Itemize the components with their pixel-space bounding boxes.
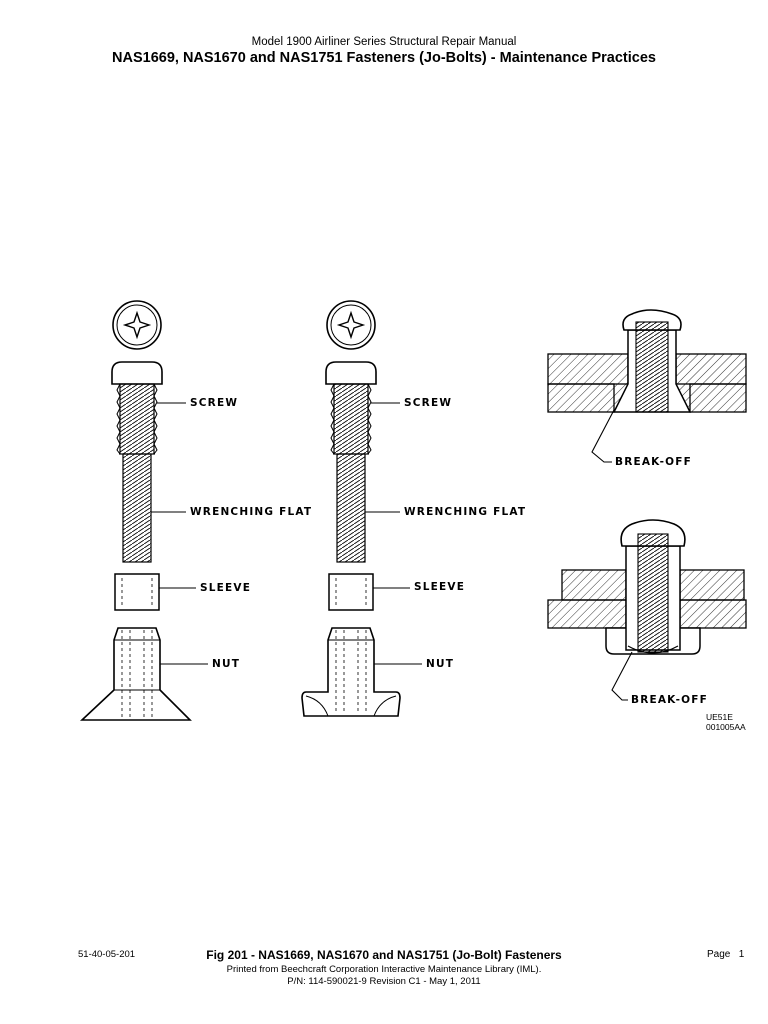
callout-sleeve-middle: SLEEVE: [414, 581, 466, 593]
screw-head: [111, 361, 163, 385]
left-assembly: [79, 300, 208, 721]
middle-assembly: [301, 300, 422, 717]
page-title: NAS1669, NAS1670 and NAS1751 Fasteners (…: [112, 50, 656, 66]
figure-caption: Fig 201 - NAS1669, NAS1670 and NAS1751 (…: [206, 948, 562, 962]
part-number: P/N: 114-590021-9 Revision C1 - May 1, 2…: [287, 976, 481, 987]
callout-break-off-bottom: BREAK-OFF: [631, 694, 709, 706]
screw-head-2: [325, 361, 377, 385]
page-indicator: Page 1: [707, 949, 744, 960]
page-number: 1: [738, 949, 745, 960]
wrenching-flat-section: [122, 453, 152, 563]
document-number: 51-40-05-201: [78, 949, 136, 960]
callout-wrenching-flat-middle: WRENCHING FLAT: [404, 506, 527, 518]
printed-from-note: Printed from Beechcraft Corporation Inte…: [226, 964, 542, 975]
callout-screw-left: SCREW: [190, 397, 239, 409]
figure-ref-code: 001005AA: [706, 722, 746, 732]
countersunk-nut: [79, 627, 192, 721]
callout-nut-left: NUT: [212, 658, 241, 670]
callout-break-off-top: BREAK-OFF: [615, 456, 693, 468]
callout-screw-middle: SCREW: [404, 397, 453, 409]
page-label: Page: [707, 949, 731, 960]
callout-wrenching-flat-left: WRENCHING FLAT: [190, 506, 313, 518]
wrenching-flat-section-2: [336, 453, 366, 563]
callout-nut-middle: NUT: [426, 658, 455, 670]
screw-threads: [119, 383, 155, 455]
screw-threads-2: [333, 383, 369, 455]
manual-title: Model 1900 Airliner Series Structural Re…: [251, 36, 517, 48]
figure-ref-codes: UE51E 001005AA: [706, 712, 746, 732]
screw-head-top-view-icon: [112, 300, 162, 350]
installed-flat-view: [547, 519, 747, 701]
screw-head-top-view-icon-2: [326, 300, 376, 350]
flat-nut: [301, 627, 401, 717]
callout-sleeve-left: SLEEVE: [200, 582, 252, 594]
figure-ref-code: UE51E: [706, 712, 733, 722]
installed-countersunk-view: [547, 309, 747, 463]
